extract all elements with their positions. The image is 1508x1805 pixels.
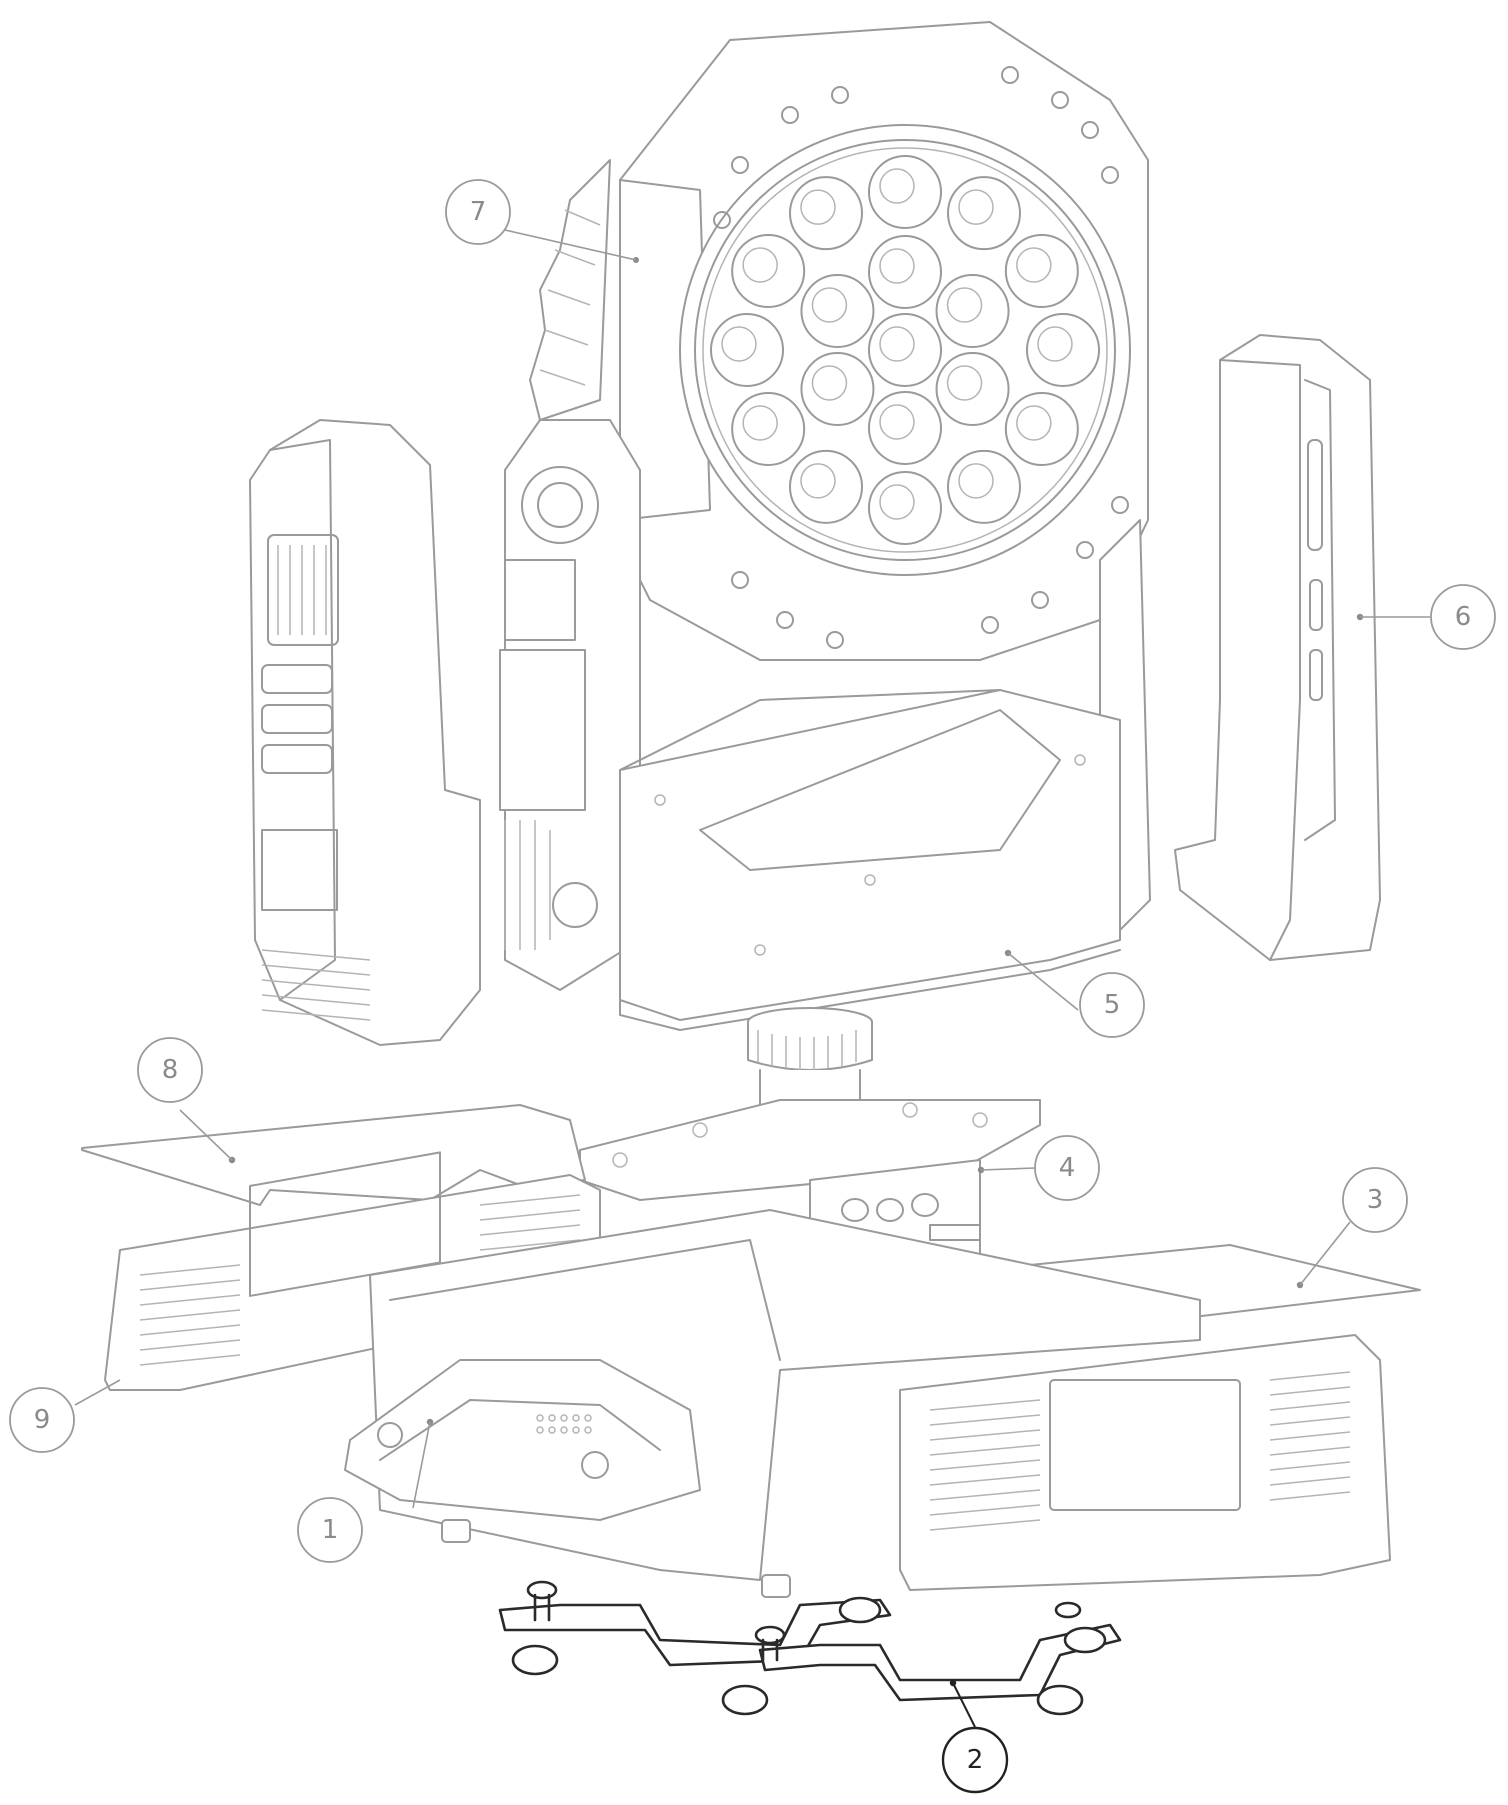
led-emitter (800, 463, 836, 499)
led-emitter (721, 326, 757, 362)
callout-leaders (74, 229, 1430, 1728)
led-lens (935, 274, 1010, 348)
led-emitter (1016, 405, 1052, 441)
callout-3: 3 (1342, 1167, 1408, 1233)
led-emitter (811, 365, 848, 401)
led-lens (868, 235, 942, 309)
callout-8: 8 (137, 1037, 203, 1103)
head-side-plate (619, 179, 711, 521)
led-emitter (800, 189, 836, 225)
callout-6: 6 (1430, 584, 1496, 650)
led-lens (868, 155, 942, 229)
led-lens (947, 449, 1021, 524)
right-side-cover (1174, 334, 1381, 961)
callout-label-9: 9 (34, 1405, 51, 1435)
carry-handle (344, 1359, 701, 1521)
led-emitter (879, 168, 915, 204)
callout-1: 1 (297, 1497, 363, 1563)
callout-label-2: 2 (967, 1745, 984, 1775)
led-lens (789, 176, 863, 251)
led-lens (868, 471, 942, 545)
led-lens (868, 313, 942, 387)
callout-label-5: 5 (1104, 990, 1121, 1020)
led-emitter (946, 365, 983, 401)
led-lens (947, 176, 1021, 251)
led-emitter (958, 189, 994, 225)
led-emitter (1016, 247, 1052, 283)
callout-2: 2 (941, 1726, 1009, 1794)
led-emitter (958, 463, 994, 499)
led-lens-array (710, 155, 1100, 545)
led-lens (868, 391, 942, 465)
led-lens (731, 392, 806, 466)
quarter-turn-fasteners (511, 1580, 1107, 1716)
callout-9: 9 (9, 1387, 75, 1453)
led-emitter (742, 405, 778, 441)
omega-mounting-brackets (498, 1580, 1122, 1716)
led-lens (1026, 313, 1100, 387)
led-emitter (742, 247, 778, 283)
callout-label-3: 3 (1367, 1185, 1384, 1215)
led-emitter (879, 326, 915, 362)
led-emitter (811, 287, 848, 323)
callout-7: 7 (445, 179, 511, 245)
base-body (104, 1151, 1391, 1598)
led-emitter (879, 404, 915, 440)
heatsink-fins (529, 159, 611, 421)
led-emitter (1037, 326, 1073, 362)
led-lens (800, 274, 875, 348)
vent-holes (536, 1414, 592, 1434)
led-lens (935, 352, 1010, 426)
left-side-cover (249, 419, 481, 1046)
callout-label-6: 6 (1455, 602, 1472, 632)
callout-label-8: 8 (162, 1055, 179, 1085)
front-grille-panel (899, 1334, 1391, 1591)
yoke-base (619, 689, 1121, 1031)
callout-label-4: 4 (1059, 1153, 1076, 1183)
led-lens (731, 234, 806, 308)
callout-label-7: 7 (470, 197, 487, 227)
led-emitter (946, 287, 983, 323)
led-emitter (879, 484, 915, 520)
led-lens (1004, 234, 1079, 308)
ring-bolts (713, 66, 1129, 649)
led-lens (800, 352, 875, 426)
left-cover-vents (261, 534, 371, 1021)
led-lens (1004, 392, 1079, 466)
led-lens (789, 449, 863, 524)
led-lens (710, 313, 784, 387)
led-emitter (879, 248, 915, 284)
callout-4: 4 (1034, 1135, 1100, 1201)
callout-label-1: 1 (322, 1515, 339, 1545)
callout-5: 5 (1079, 972, 1145, 1038)
